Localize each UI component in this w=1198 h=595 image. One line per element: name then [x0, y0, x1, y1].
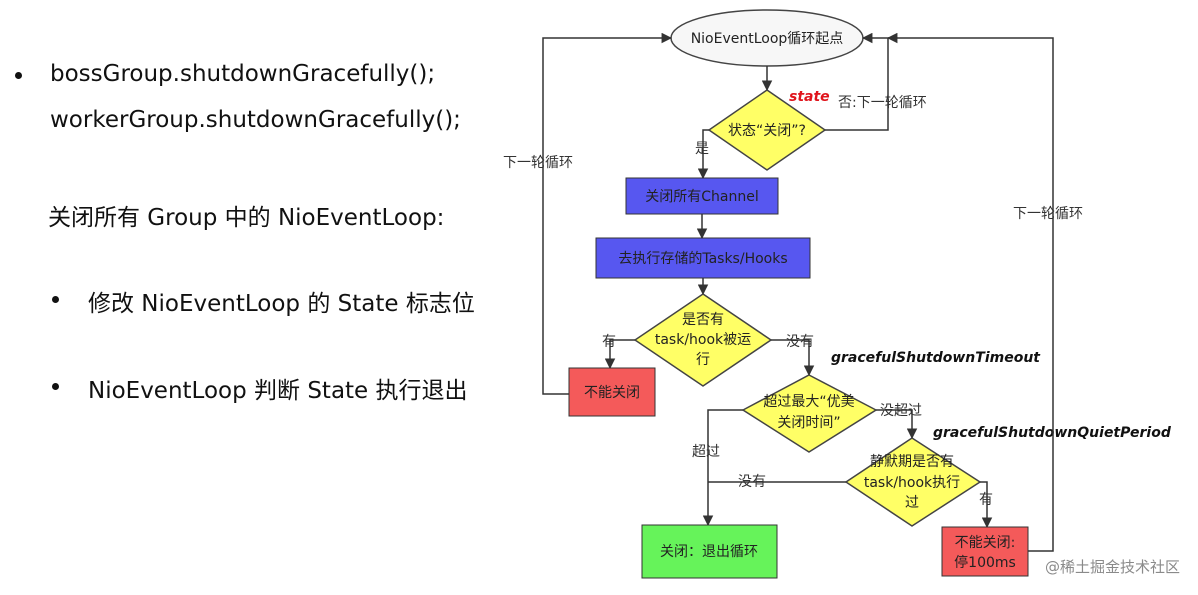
- bullet-list: bossGroup.shutdownGracefully(); workerGr…: [0, 0, 520, 595]
- decision-timeout: [741, 374, 878, 453]
- timeout-annotation: gracefulShutdownTimeout: [831, 350, 1041, 366]
- connector: [980, 481, 993, 529]
- start-node-label: NioEventLoop循环起点: [691, 31, 844, 47]
- decision-quiet-label-1: 静默期是否有: [870, 454, 954, 470]
- close-groups-heading: 关闭所有 Group 中的 NioEventLoop:: [48, 205, 445, 231]
- bullet-dot: [52, 383, 59, 390]
- label-has-2: 有: [979, 492, 993, 508]
- decision-closed-label: 状态“关闭”?: [728, 123, 806, 139]
- decision-tasks-label-1: 是否有: [682, 312, 724, 328]
- label-next-loop-left: 下一轮循环: [503, 155, 573, 171]
- decision-tasks-label-3: 行: [696, 352, 710, 368]
- watermark: @稀土掘金技术社区: [1045, 558, 1180, 576]
- bullet-modify-state: 修改 NioEventLoop 的 State 标志位: [88, 291, 475, 317]
- connector: [702, 409, 743, 527]
- bullet-judge-state: NioEventLoop 判断 State 执行退出: [88, 378, 468, 404]
- decision-quiet-period: [844, 437, 982, 527]
- bullet-dot: [52, 296, 59, 303]
- label-yes: 是: [695, 141, 709, 157]
- connector: [542, 32, 673, 395]
- cannot-close-box: [568, 367, 656, 417]
- label-none-2: 没有: [738, 474, 766, 490]
- bullet-dot: [15, 72, 22, 79]
- decision-closed-state: [707, 89, 827, 171]
- code-line-boss: bossGroup.shutdownGracefully();: [50, 61, 436, 87]
- label-none: 没有: [786, 334, 814, 350]
- run-tasks-box: [595, 237, 811, 279]
- decision-quiet-label-3: 过: [905, 495, 919, 511]
- cannot-close-wait-label-1: 不能关闭:: [955, 535, 1016, 551]
- code-line-worker: workerGroup.shutdownGracefully();: [50, 107, 461, 133]
- label-no-next-loop: 否:下一轮循环: [838, 95, 927, 111]
- connector: [825, 32, 889, 131]
- connector: [886, 32, 1054, 552]
- connector: [697, 129, 709, 180]
- decision-timeout-label-1: 超过最大“优美: [763, 394, 854, 410]
- label-not-exceeded: 没超过: [880, 403, 922, 419]
- connector: [604, 339, 635, 370]
- decision-tasks-label-2: task/hook被运: [655, 332, 751, 348]
- connector: [876, 409, 918, 440]
- close-channels-label: 关闭所有Channel: [645, 189, 758, 205]
- connector: [771, 339, 815, 377]
- cannot-close-wait-box: [941, 526, 1029, 577]
- close-exit-label: 关闭：退出循环: [660, 544, 758, 560]
- cannot-close-label: 不能关闭: [584, 385, 640, 401]
- close-exit-box: [641, 524, 778, 579]
- state-annotation: state: [789, 89, 830, 105]
- cannot-close-wait-label-2: 停100ms: [954, 554, 1016, 571]
- decision-quiet-label-2: task/hook执行: [864, 475, 960, 491]
- label-exceeded: 超过: [692, 444, 720, 460]
- decision-tasks-run: [633, 293, 773, 387]
- label-next-loop-far: 下一轮循环: [1013, 206, 1083, 222]
- run-tasks-label: 去执行存储的Tasks/Hooks: [618, 251, 787, 267]
- decision-timeout-label-2: 关闭时间”: [777, 415, 840, 431]
- label-has: 有: [602, 334, 616, 350]
